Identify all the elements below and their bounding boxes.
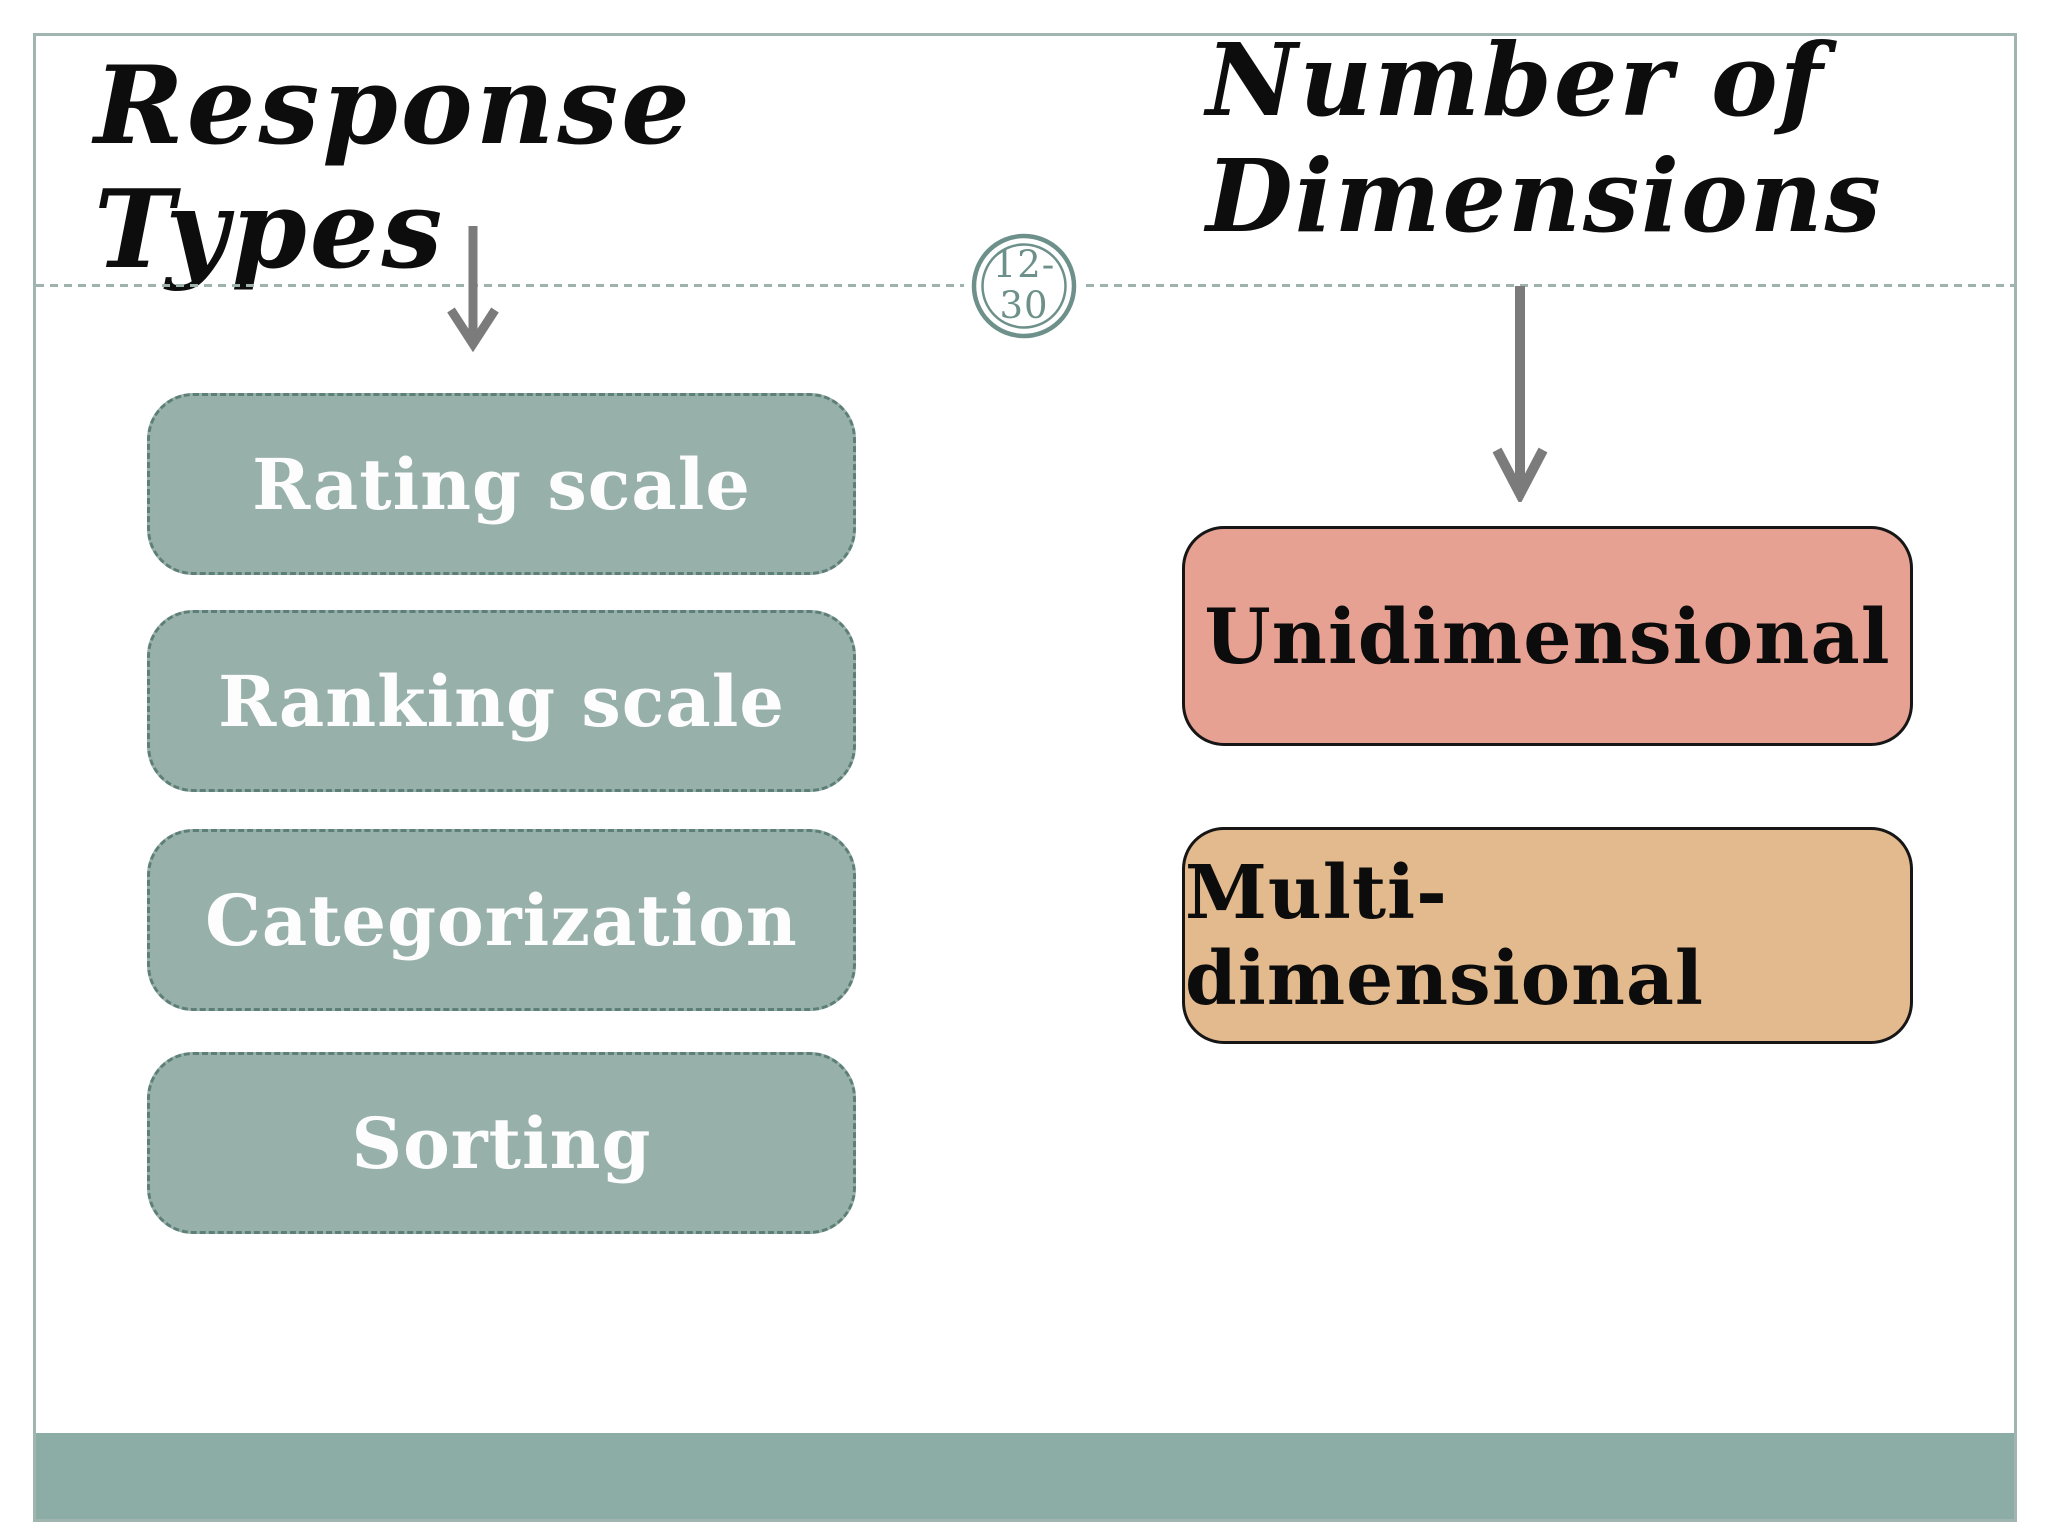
dimension-label: Unidimensional	[1204, 591, 1891, 681]
footer-accent-bar	[36, 1433, 2014, 1519]
left-column-title: Response Types	[94, 43, 693, 294]
response-type-label: Rating scale	[252, 442, 751, 526]
page-number-badge-icon	[964, 226, 1084, 346]
dimension-box-unidimensional: Unidimensional	[1182, 526, 1913, 746]
response-type-box-ranking-scale: Ranking scale	[147, 610, 856, 792]
response-type-box-rating-scale: Rating scale	[147, 393, 856, 575]
page-number: 12- 30	[992, 243, 1056, 327]
down-arrow-icon	[447, 226, 499, 353]
response-type-box-categorization: Categorization	[147, 829, 856, 1011]
response-type-label: Categorization	[205, 878, 798, 962]
response-type-label: Sorting	[351, 1101, 652, 1185]
dimension-label: Multi-dimensional	[1185, 849, 1705, 1022]
right-column-title: Number of Dimensions	[1206, 21, 1883, 255]
response-type-box-sorting: Sorting	[147, 1052, 856, 1234]
down-arrow-icon	[1492, 286, 1548, 502]
dimension-box-multi-dimensional: Multi-dimensional	[1182, 827, 1913, 1044]
response-type-label: Ranking scale	[218, 659, 785, 743]
